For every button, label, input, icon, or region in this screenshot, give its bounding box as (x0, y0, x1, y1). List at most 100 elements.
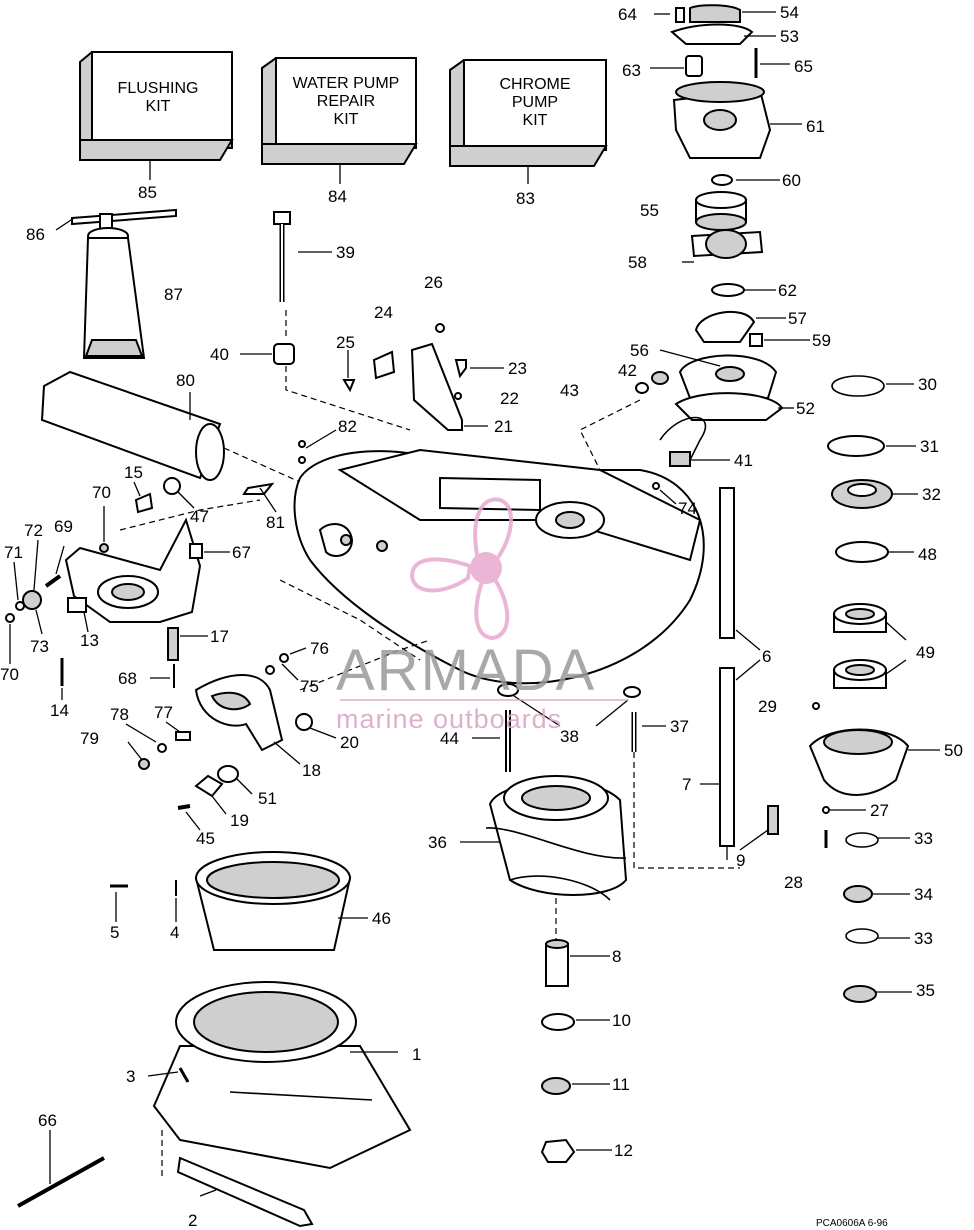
armada-watermark: ARMADA marine outboards (336, 497, 628, 734)
tube-connector-41 (669, 451, 691, 467)
grommet-42 (651, 371, 669, 385)
flushing-kit-line-1: FLUSHING (118, 80, 199, 97)
callout-2: 2 (188, 1211, 197, 1230)
washer-48 (835, 541, 889, 563)
spring-17 (167, 627, 179, 661)
callout-41: 41 (734, 451, 753, 470)
screw-45 (177, 804, 191, 810)
seal-34 (843, 885, 873, 903)
callout-13: 13 (80, 631, 99, 650)
drawing-code: PCA0606A 6-96 (816, 1218, 888, 1229)
washer-73 (22, 590, 42, 610)
water-pump-repair-kit-box: WATER PUMP REPAIR KIT (261, 57, 418, 165)
watermark-tagline: marine outboards (336, 704, 562, 734)
callout-64: 64 (618, 5, 637, 24)
washer-75 (265, 665, 275, 675)
callout-31: 31 (920, 437, 939, 456)
plug-67 (189, 543, 203, 559)
callout-81: 81 (266, 513, 285, 532)
callout-22: 22 (500, 389, 519, 408)
snap-ring-33-a (845, 832, 879, 848)
callout-70-a: 70 (92, 483, 111, 502)
screw-77 (175, 731, 191, 741)
flushing-attachment (71, 208, 177, 359)
callout-77: 77 (154, 703, 173, 722)
impeller-58 (690, 229, 764, 259)
callout-46: 46 (372, 909, 391, 928)
callout-73: 73 (30, 637, 49, 656)
callout-38: 38 (560, 727, 579, 746)
bearing-49-lower (833, 659, 887, 689)
callout-63: 63 (622, 61, 641, 80)
callout-62: 62 (778, 281, 797, 300)
callout-79: 79 (80, 729, 99, 748)
callout-34: 34 (914, 885, 933, 904)
callout-28: 28 (784, 873, 803, 892)
callout-33-b: 33 (914, 929, 933, 948)
screw-69 (44, 574, 62, 588)
callout-11: 11 (612, 1075, 630, 1094)
chrome-pump-kit-line-2: PUMP (512, 94, 558, 111)
key-59 (749, 333, 763, 347)
callout-54: 54 (780, 3, 799, 22)
callout-33-a: 33 (914, 829, 933, 848)
snap-ring-33-b (845, 928, 879, 944)
callout-4: 4 (170, 923, 179, 942)
callout-35: 35 (916, 981, 935, 1000)
callout-8: 8 (612, 947, 621, 966)
o-ring-62 (711, 283, 745, 297)
intake-tube-80 (40, 370, 225, 481)
callout-26: 26 (424, 273, 443, 292)
screw-3 (178, 1067, 190, 1083)
callout-57: 57 (788, 309, 807, 328)
water-pump-kit-line-2: REPAIR (317, 93, 375, 110)
callout-80: 80 (176, 371, 195, 390)
callout-23: 23 (508, 359, 527, 378)
seal-35 (843, 985, 877, 1003)
bushing-15 (134, 492, 154, 514)
ring-60 (711, 174, 733, 186)
callout-76: 76 (310, 639, 329, 658)
callout-40: 40 (210, 345, 229, 364)
callout-32: 32 (922, 485, 941, 504)
nut-70-a (99, 543, 109, 553)
sleeve-8 (545, 939, 569, 987)
nut-12 (540, 1138, 576, 1163)
chrome-pump-kit-line-3: KIT (523, 112, 548, 129)
washer-20 (295, 713, 313, 731)
callout-21: 21 (494, 417, 513, 436)
nut-19 (194, 774, 224, 798)
callout-83: 83 (516, 189, 535, 208)
strap-2 (176, 1156, 314, 1228)
bearing-49-upper (833, 603, 887, 633)
callout-49: 49 (916, 643, 935, 662)
spacer-40 (273, 343, 295, 365)
screw-82-a (298, 440, 306, 448)
gasket-57 (694, 310, 756, 343)
callout-85: 85 (138, 183, 157, 202)
o-ring-31 (827, 435, 885, 457)
callout-27: 27 (870, 801, 889, 820)
flushing-kit-box: FLUSHING KIT (79, 51, 234, 161)
plate-18 (194, 674, 284, 752)
plate-53 (670, 23, 754, 45)
nut-26 (435, 323, 445, 333)
part-27 (822, 806, 830, 814)
callout-86: 86 (26, 225, 45, 244)
screw-64 (675, 7, 685, 23)
bracket-21 (410, 342, 463, 431)
callout-37: 37 (670, 717, 689, 736)
housing-61 (672, 81, 772, 159)
callout-75: 75 (300, 677, 319, 696)
washer-71 (15, 601, 25, 611)
callout-45: 45 (196, 829, 215, 848)
callout-61: 61 (806, 117, 825, 136)
callout-10: 10 (612, 1011, 631, 1030)
tube-41 (659, 416, 707, 461)
callout-15: 15 (124, 463, 143, 482)
plate-56 (678, 354, 778, 399)
seal-32 (831, 479, 893, 509)
screw-76 (279, 653, 289, 663)
water-pump-kit-line-1: WATER PUMP (293, 75, 400, 92)
callout-30: 30 (918, 375, 937, 394)
